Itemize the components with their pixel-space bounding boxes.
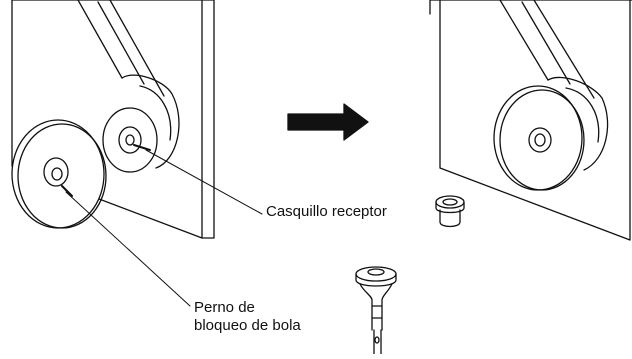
right-receptor-boss — [547, 76, 609, 171]
receptor-bushing-label: Casquillo receptor — [266, 203, 387, 220]
ball-lock-pin-label-line2: bloqueo de bola — [194, 317, 301, 334]
right-plate-edge — [429, 0, 632, 15]
right-arm — [499, 0, 595, 99]
left-plate-edge — [11, 0, 215, 239]
leader-receptor — [145, 149, 263, 215]
ball-lock-pin-label-line1: Perno de — [194, 299, 255, 316]
after-assembly — [429, 0, 632, 241]
ball-lock-pin-label: Perno de bloqueo de bola — [194, 299, 301, 335]
leader-perno — [65, 191, 191, 307]
right-plate — [439, 0, 631, 241]
right-disc — [493, 85, 585, 191]
left-disc — [11, 119, 107, 229]
receptor-bushing-part — [435, 195, 465, 228]
right-arrow-icon — [287, 103, 369, 141]
ball-lock-pin-part — [355, 266, 397, 355]
left-receptor-boss — [102, 74, 180, 173]
left-plate — [11, 0, 203, 239]
left-arm — [77, 0, 165, 97]
before-assembly — [11, 0, 215, 239]
